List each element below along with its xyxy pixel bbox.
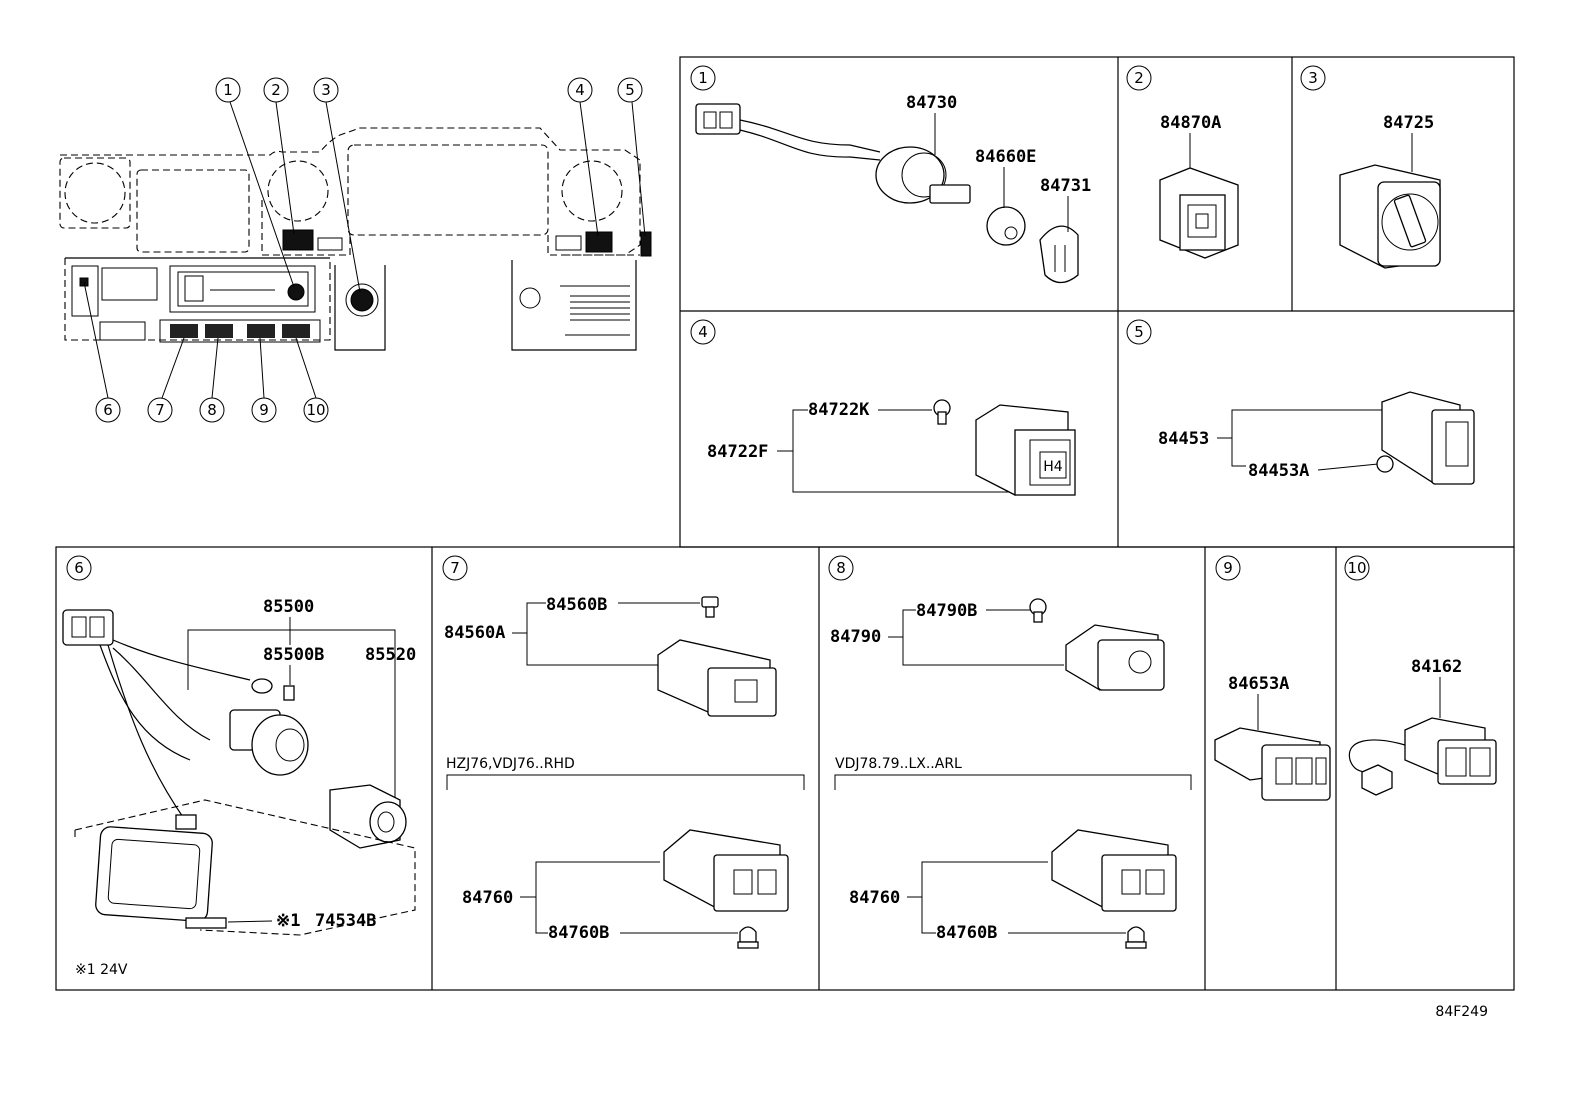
svg-text:2: 2 — [271, 81, 281, 99]
part-84760B-a: 84760B — [548, 923, 609, 943]
part-84730: 84730 — [906, 93, 957, 113]
part-84731: 84731 — [1040, 176, 1091, 196]
overview-callout-6[interactable]: 6 — [95, 397, 121, 423]
panel-6: 6 85500 85500B 85520 ※1 74534B — [62, 555, 416, 978]
overview-callout-10[interactable]: 10 — [303, 397, 329, 423]
part-84453: 84453 — [1158, 429, 1209, 449]
part-84560B: 84560B — [546, 595, 607, 615]
panel-7: 7 84560B 84560A HZJ76,VDJ76..RHD 84760 8… — [442, 555, 805, 949]
footnote-24v: ※1 24V — [75, 962, 128, 978]
part-84790B: 84790B — [916, 601, 977, 621]
svg-text:1: 1 — [223, 81, 233, 99]
panel-2: 2 84870A — [1126, 65, 1239, 259]
overview-callout-3[interactable]: 3 — [313, 77, 339, 103]
overview-callout-7[interactable]: 7 — [147, 397, 173, 423]
panel-3-number: 3 — [1308, 69, 1318, 87]
panel-8: 8 84790B 84790 VDJ78.79..LX..ARL 84760 8… — [828, 555, 1192, 949]
variant-label-8: VDJ78.79..LX..ARL — [835, 756, 962, 772]
ref-mark-1: ※1 — [276, 911, 300, 931]
overview-callout-5[interactable]: 5 — [617, 77, 643, 103]
part-84722K: 84722K — [808, 400, 870, 420]
svg-text:3: 3 — [321, 81, 331, 99]
dashboard-overview: 1 2 3 4 5 6 7 8 9 10 — [59, 77, 652, 423]
svg-text:8: 8 — [207, 401, 217, 419]
svg-text:9: 9 — [259, 401, 269, 419]
part-84660E: 84660E — [975, 147, 1036, 167]
panel-3: 3 84725 — [1300, 65, 1441, 269]
part-85500: 85500 — [263, 597, 314, 617]
svg-text:4: 4 — [575, 81, 585, 99]
part-84162: 84162 — [1411, 657, 1462, 677]
panel-8-number: 8 — [836, 559, 846, 577]
part-84653A: 84653A — [1228, 674, 1289, 694]
panel-10: 10 84162 — [1344, 555, 1497, 796]
part-84453A: 84453A — [1248, 461, 1309, 481]
overview-callout-8[interactable]: 8 — [199, 397, 225, 423]
part-84760-a: 84760 — [462, 888, 513, 908]
part-74534B: 74534B — [315, 911, 376, 931]
svg-text:7: 7 — [155, 401, 165, 419]
panel-2-number: 2 — [1134, 69, 1144, 87]
panel-grid — [55, 56, 1515, 991]
panel-10-number: 10 — [1347, 559, 1366, 577]
overview-callout-9[interactable]: 9 — [251, 397, 277, 423]
part-84725: 84725 — [1383, 113, 1434, 133]
panel-6-number: 6 — [74, 559, 84, 577]
overview-callout-2[interactable]: 2 — [263, 77, 289, 103]
svg-text:6: 6 — [103, 401, 113, 419]
panel-1: 1 84730 84660E 84731 — [690, 65, 1091, 284]
part-84760B-b: 84760B — [936, 923, 997, 943]
panel-7-number: 7 — [450, 559, 460, 577]
panel-5: 5 84453 84453A — [1126, 319, 1475, 485]
variant-label-7: HZJ76,VDJ76..RHD — [446, 756, 575, 772]
svg-text:5: 5 — [625, 81, 635, 99]
part-84790: 84790 — [830, 627, 881, 647]
panel-1-number: 1 — [698, 69, 708, 87]
part-84722F: 84722F — [707, 442, 768, 462]
panel-4: 4 84722K 84722F H4 — [690, 319, 1076, 496]
panel-4-number: 4 — [698, 323, 708, 341]
panel-9: 9 84653A — [1214, 555, 1331, 801]
part-85520: 85520 — [365, 645, 416, 665]
part-84760-b: 84760 — [849, 888, 900, 908]
overview-callout-4[interactable]: 4 — [567, 77, 593, 103]
part-85500B: 85500B — [263, 645, 324, 665]
panel-5-number: 5 — [1134, 323, 1144, 341]
diagram-code: 84F249 — [1435, 1004, 1488, 1020]
part-84870A: 84870A — [1160, 113, 1221, 133]
panel-9-number: 9 — [1223, 559, 1233, 577]
overview-callout-1[interactable]: 1 — [215, 77, 241, 103]
svg-text:10: 10 — [306, 401, 325, 419]
switch-label-h4: H4 — [1043, 459, 1063, 475]
part-84560A: 84560A — [444, 623, 505, 643]
